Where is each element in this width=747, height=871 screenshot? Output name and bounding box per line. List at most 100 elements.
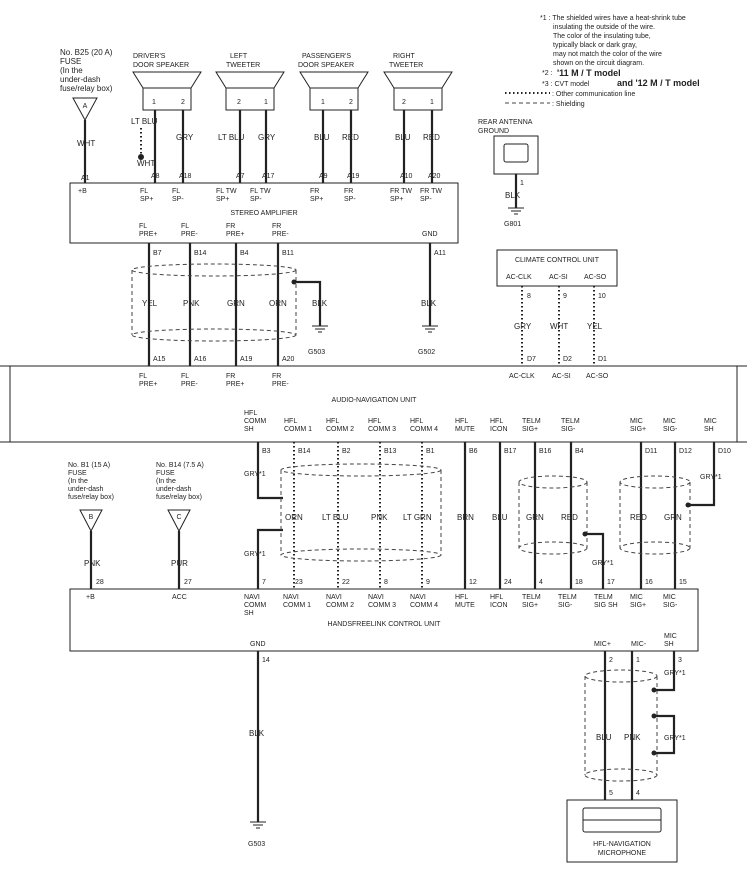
microphone-label-2: MICROPHONE bbox=[598, 850, 647, 857]
notes: *1 : The shielded wires have a heat-shri… bbox=[505, 15, 700, 108]
amp-term-fl-sp-plus-1: FL bbox=[140, 188, 148, 195]
audio-navigation-unit-name: AUDIO-NAVIGATION UNIT bbox=[332, 397, 418, 404]
nav-term-mic-sig-minus-1: MIC bbox=[663, 418, 676, 425]
nav-term-mic-sig-minus-2: SIG- bbox=[663, 426, 678, 433]
fuse-b1: No. B1 (15 A) FUSE (In the under-dash fu… bbox=[68, 462, 114, 589]
fuse-b25: No. B25 (20 A) FUSE (In the under-dash f… bbox=[60, 48, 113, 183]
amp-pin-a11: A11 bbox=[434, 250, 446, 257]
shield-mic-cable-bottom bbox=[584, 768, 658, 782]
nav-pin-b13: B13 bbox=[384, 448, 397, 455]
fuse-b25-line-5: fuse/relay box) bbox=[60, 84, 113, 93]
hf-term-mic-sh-1: MIC bbox=[664, 633, 677, 640]
right-tweeter-body bbox=[393, 87, 443, 111]
amp-term-fl-pre-minus-1: FL bbox=[181, 223, 189, 230]
wire-hfl-comm2-color: LT BLU bbox=[322, 513, 349, 522]
amp-term-fr-pre-minus-2: PRE- bbox=[272, 231, 289, 238]
amp-term-fltw-sp-minus-2: SP- bbox=[250, 196, 262, 203]
nav-pin-d10: D10 bbox=[718, 448, 731, 455]
amp-term-fr-sp-minus-1: FR bbox=[344, 188, 353, 195]
amp-pin-b4: B4 bbox=[240, 250, 249, 257]
nav-term-hfl-comm-sh-2: COMM bbox=[244, 418, 266, 425]
note-3-prefix: *3 : CVT model bbox=[542, 81, 590, 88]
hf-pin-28: 28 bbox=[96, 579, 104, 586]
wire-fl-pre-plus-color: YEL bbox=[142, 299, 158, 308]
wire-hfl-mute-color: BRN bbox=[457, 513, 474, 522]
mic-cable-shield-node-2 bbox=[651, 713, 657, 719]
hf-pin-18: 18 bbox=[575, 579, 583, 586]
wire-ac-si-color: WHT bbox=[550, 322, 568, 331]
nav-term-fr-pre-minus-1: FR bbox=[272, 373, 281, 380]
handsfreelink-box bbox=[69, 588, 699, 652]
wire-hfl-comm4-color: LT GRN bbox=[403, 513, 432, 522]
hf-term-navi-comm-sh-1: NAVI bbox=[244, 594, 260, 601]
hf-term-b-plus: +B bbox=[86, 594, 95, 601]
wire-fltw-sp-minus-color: GRY bbox=[258, 133, 276, 142]
shield-mic-top bbox=[619, 475, 691, 489]
left-tweeter-label-2: TWEETER bbox=[226, 62, 260, 69]
wire-telm-sig-minus-color: RED bbox=[561, 513, 578, 522]
fuse-b14-line-5: fuse/relay box) bbox=[156, 494, 202, 501]
speaker-driver-label-1: DRIVER'S bbox=[133, 53, 166, 60]
mic-cable-shield-node-1 bbox=[651, 687, 657, 693]
wire-b25-color: WHT bbox=[77, 139, 95, 148]
g503-label-amp: G503 bbox=[308, 349, 325, 356]
hf-term-hfl-mute-1: HFL bbox=[455, 594, 468, 601]
fuse-b14: No. B14 (7.5 A) FUSE (In the under-dash … bbox=[156, 462, 204, 589]
mic-cable-shield-node-3 bbox=[651, 750, 657, 756]
fuse-b14-letter: C bbox=[176, 514, 181, 521]
hf-term-navi-comm1-2: COMM 1 bbox=[283, 602, 311, 609]
nav-term-hfl-comm3-2: COMM 3 bbox=[368, 426, 396, 433]
hf-term-mic-sig-plus-2: SIG+ bbox=[630, 602, 646, 609]
wire-mic-sig-minus-color: GRN bbox=[664, 513, 682, 522]
nav-pin-b4: B4 bbox=[575, 448, 584, 455]
antenna-label-2: GROUND bbox=[478, 128, 509, 135]
wire-mic-sh-color-1: GRY*1 bbox=[664, 670, 686, 677]
shield-telm-top bbox=[518, 475, 588, 489]
climate-term-ac-si: AC-SI bbox=[549, 274, 568, 281]
hf-pin-12: 12 bbox=[469, 579, 477, 586]
amp-term-frtw-sp-minus-2: SP- bbox=[420, 196, 432, 203]
nav-term-hfl-icon-2: ICON bbox=[490, 426, 508, 433]
wire-hfl-comm-sh-color-top: GRY*1 bbox=[244, 471, 266, 478]
wire-b14-color: PUR bbox=[171, 559, 188, 568]
wire-fr-pre-minus-color: ORN bbox=[269, 299, 287, 308]
amp-pin-a18: A18 bbox=[179, 173, 192, 180]
left-tweeter-label-1: LEFT bbox=[230, 53, 248, 60]
speaker-driver-label-2: DOOR SPEAKER bbox=[133, 62, 189, 69]
hf-pin-22: 22 bbox=[342, 579, 350, 586]
hf-term-navi-comm3-1: NAVI bbox=[368, 594, 384, 601]
hf-pin-8: 8 bbox=[384, 579, 388, 586]
fuse-b1-letter: B bbox=[89, 514, 94, 521]
wire-fl-sp-plus-color: LT BLU bbox=[131, 117, 158, 126]
rear-antenna-ground: REAR ANTENNA GROUND 1 BLK G801 bbox=[478, 119, 539, 228]
fuse-b25-letter: A bbox=[83, 103, 88, 110]
amp-term-frtw-sp-plus-1: FR TW bbox=[390, 188, 412, 195]
amp-term-fl-pre-minus-2: PRE- bbox=[181, 231, 198, 238]
note-1-line-6: shown on the circuit diagram. bbox=[553, 60, 644, 67]
nav-term-ac-clk: AC-CLK bbox=[509, 373, 535, 380]
left-tweeter-horn bbox=[215, 71, 285, 89]
shield-mic-cable-top bbox=[584, 669, 658, 683]
wire-frtw-sp-minus-color: RED bbox=[423, 133, 440, 142]
fuse-b14-line-3: (In the bbox=[156, 478, 176, 485]
amp-pin-a19: A19 bbox=[347, 173, 360, 180]
note-1-line-5: may not match the color of the wire bbox=[553, 51, 662, 58]
nav-pin-d1: D1 bbox=[598, 356, 607, 363]
handsfreelink-control-unit: +B ACC NAVI COMM SH NAVI COMM 1 NAVI COM… bbox=[69, 588, 699, 652]
speaker-driver-pin-2: 2 bbox=[181, 99, 185, 106]
wire-telm-sig-plus-color: GRN bbox=[526, 513, 544, 522]
shield-comm-top bbox=[280, 463, 442, 477]
amp-pin-a10: A10 bbox=[400, 173, 413, 180]
nav-term-ac-so: AC-SO bbox=[586, 373, 609, 380]
handsfreelink-name: HANDSFREELINK CONTROL UNIT bbox=[328, 621, 442, 628]
nav-pin-d2: D2 bbox=[563, 356, 572, 363]
splice-wht-color: WHT bbox=[137, 159, 155, 168]
hf-term-navi-comm1-1: NAVI bbox=[283, 594, 299, 601]
wire-amp-gnd-color: BLK bbox=[421, 299, 437, 308]
wire-fl-sp-minus-color: GRY bbox=[176, 133, 194, 142]
nav-term-hfl-comm2-2: COMM 2 bbox=[326, 426, 354, 433]
wire-mic-sh-color: GRY*1 bbox=[700, 474, 722, 481]
amp-term-fr-sp-minus-2: SP- bbox=[344, 196, 356, 203]
nav-pin-b2: B2 bbox=[342, 448, 351, 455]
nav-pin-b17: B17 bbox=[504, 448, 517, 455]
